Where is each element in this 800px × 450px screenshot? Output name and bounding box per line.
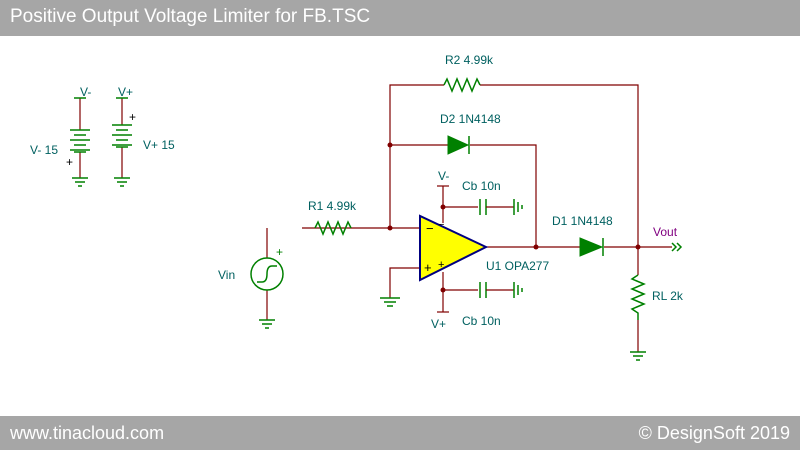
vout-terminal[interactable] — [671, 242, 683, 252]
junction-dot — [440, 204, 446, 210]
battery-vminus[interactable]: + — [66, 97, 90, 169]
resistor-r2[interactable] — [443, 77, 481, 93]
diode-d2[interactable] — [447, 135, 470, 155]
vminus-battery-plus: + — [66, 155, 73, 169]
junction-dot — [387, 142, 393, 148]
opamp-minus-sign: − — [426, 221, 434, 236]
d1-label: D1 1N4148 — [552, 214, 613, 228]
capacitor-cb-top[interactable] — [479, 199, 523, 215]
vminus-node-label: V- — [80, 85, 91, 99]
r1-label: R1 4.99k — [308, 199, 357, 213]
capacitor-cb-bottom[interactable] — [479, 282, 523, 298]
ground-icon — [259, 319, 275, 329]
copyright-text: © DesignSoft 2019 — [638, 423, 790, 443]
footer-bar: www.tinacloud.com © DesignSoft 2019 — [0, 416, 800, 450]
junction-dot — [440, 287, 446, 293]
vplus-battery-plus: + — [129, 110, 136, 124]
r2-label: R2 4.99k — [445, 53, 494, 67]
battery-vplus[interactable]: + — [112, 97, 136, 148]
d2-label: D2 1N4148 — [440, 112, 501, 126]
opamp-vplus-label: V+ — [431, 317, 446, 331]
junctions — [387, 142, 641, 293]
circuit-title: Positive Output Voltage Limiter for FB.T… — [10, 6, 371, 27]
opamp-supply-minus-sign: − — [438, 219, 444, 231]
opamp-u1[interactable]: − + − + — [419, 214, 489, 282]
website-link[interactable]: www.tinacloud.com — [10, 423, 165, 443]
cb-bottom-label: Cb 10n — [462, 314, 501, 328]
title-bar: Positive Output Voltage Limiter for FB.T… — [0, 0, 800, 36]
resistor-rl[interactable] — [630, 274, 646, 320]
vplus-source-label: V+ 15 — [143, 138, 175, 152]
opamp-label: U1 OPA277 — [486, 259, 549, 273]
resistor-r1[interactable] — [314, 220, 352, 236]
schematic-canvas[interactable]: R2 4.99k D2 1N4148 R1 4.99k − + − + U1 O… — [0, 36, 800, 416]
ground-icon — [380, 297, 400, 307]
cb-top-label: Cb 10n — [462, 179, 501, 193]
opamp-plus-sign: + — [424, 260, 432, 275]
junction-dot — [387, 225, 393, 231]
ground-icon — [630, 351, 646, 361]
vminus-source-label: V- 15 — [30, 143, 58, 157]
ground-icon — [72, 177, 88, 187]
rl-label: RL 2k — [652, 289, 684, 303]
vin-label: Vin — [218, 268, 235, 282]
vplus-node-label: V+ — [118, 85, 133, 99]
vout-label: Vout — [653, 225, 678, 239]
vin-plus-sign: + — [276, 245, 283, 259]
diode-d1[interactable] — [579, 237, 604, 257]
opamp-supply-plus-sign: + — [438, 259, 444, 271]
junction-dot — [635, 244, 641, 250]
ground-icon — [114, 177, 130, 187]
opamp-vminus-label: V- — [438, 169, 449, 183]
vin-source[interactable]: + — [250, 245, 284, 291]
junction-dot — [533, 244, 539, 250]
